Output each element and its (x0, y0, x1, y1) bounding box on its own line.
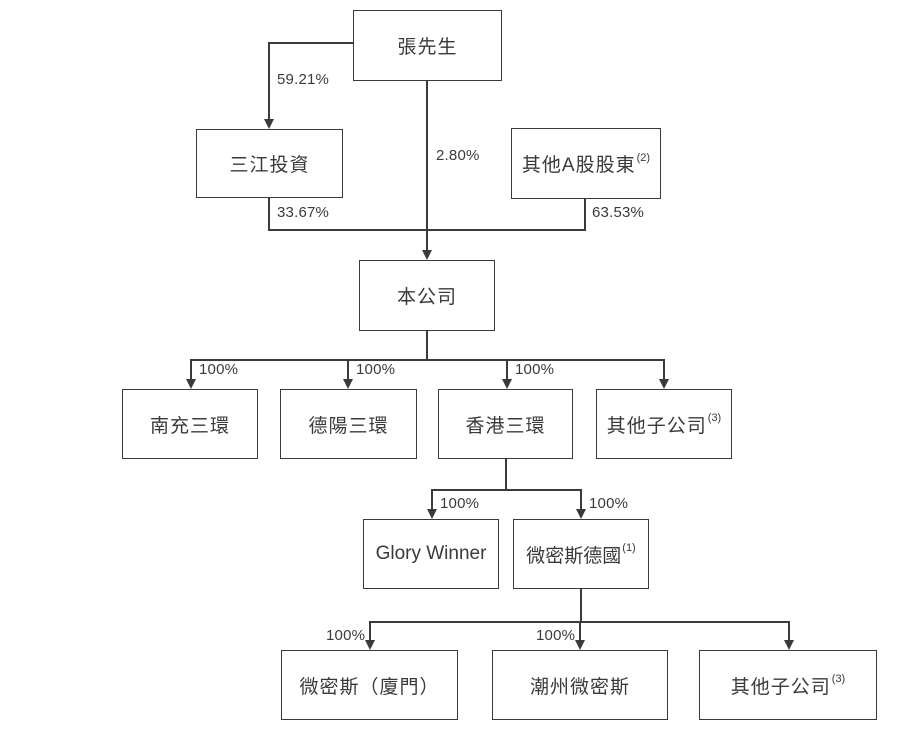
connector-drop-deyang (347, 359, 349, 379)
node-chaozhou-weimisi: 潮州微密斯 (492, 650, 668, 720)
node-weimisi-xiamen: 微密斯（廈門） (281, 650, 458, 720)
connector-company-down (426, 331, 428, 361)
node-other-subsidiaries-bottom: 其他子公司(3) (699, 650, 877, 720)
arrow-down-icon (502, 379, 512, 389)
node-label: 其他A股股東 (521, 155, 636, 176)
connector-drop-other-sub-bottom (788, 621, 790, 640)
node-hongkong-sanhuan: 香港三環 (438, 389, 573, 459)
connector-merge-line (268, 229, 586, 231)
node-label: 張先生 (397, 37, 458, 58)
ownership-label-germany-xiamen: 100% (326, 627, 366, 644)
connector-zhang-to-sanjiang (269, 42, 354, 44)
connector-drop-xiamen (369, 621, 371, 640)
connector-weimisi-germany-down (580, 589, 582, 623)
arrow-down-icon (784, 640, 794, 650)
node-other-subsidiaries-mid: 其他子公司(3) (596, 389, 732, 459)
ownership-label-zhang-sanjiang: 59.21% (277, 71, 330, 88)
footnote-marker: (1) (622, 542, 636, 554)
ownership-label-company-deyang: 100% (356, 361, 396, 378)
footnote-marker: (3) (831, 673, 846, 685)
ownership-label-company-hongkong: 100% (515, 361, 555, 378)
node-label: 微密斯（廈門） (299, 676, 440, 698)
arrow-down-icon (343, 379, 353, 389)
node-glory-winner: Glory Winner (363, 519, 499, 589)
arrow-down-icon (427, 509, 437, 519)
ownership-label-hongkong-germany: 100% (589, 495, 629, 512)
node-deyang-sanhuan: 德陽三環 (280, 389, 417, 459)
connector-level3-branch (190, 359, 665, 361)
footnote-marker: (2) (636, 151, 651, 164)
node-label: 潮州微密斯 (529, 676, 630, 698)
arrow-down-icon (186, 379, 196, 389)
connector-zhang-to-sanjiang-drop (268, 42, 270, 119)
node-label: 本公司 (396, 287, 457, 308)
connector-drop-chaozhou (579, 621, 581, 640)
connector-level4-branch (431, 489, 582, 491)
connector-drop-hongkong (506, 359, 508, 379)
node-other-a-share-shareholders: 其他A股股東(2) (511, 128, 661, 199)
ownership-label-sanjiang-company: 33.67% (277, 204, 330, 221)
arrow-down-icon (575, 640, 585, 650)
connector-sanjiang-down (268, 198, 270, 231)
node-weimisi-germany: 微密斯德國(1) (513, 519, 649, 589)
ownership-label-other-a-company: 63.53% (592, 204, 645, 221)
node-nanchong-sanhuan: 南充三環 (122, 389, 258, 459)
node-label: 其他子公司 (606, 415, 707, 437)
ownership-label-zhang-company: 2.80% (436, 147, 480, 164)
connector-drop-other-sub-mid (663, 359, 665, 379)
node-label: 三江投資 (229, 155, 310, 176)
node-sanjiang-investment: 三江投資 (196, 129, 343, 198)
node-label: 微密斯德國 (526, 545, 622, 567)
arrow-down-icon (576, 509, 586, 519)
node-label: 其他子公司 (730, 676, 831, 698)
ownership-label-company-nanchong: 100% (199, 361, 239, 378)
connector-drop-nanchong (190, 359, 192, 379)
arrow-down-icon (422, 250, 432, 260)
ownership-label-germany-chaozhou: 100% (536, 627, 576, 644)
node-mr-zhang: 張先生 (353, 10, 502, 81)
connector-zhang-to-company (426, 81, 428, 250)
node-label: 南充三環 (149, 415, 230, 437)
arrow-down-icon (365, 640, 375, 650)
node-label: Glory Winner (375, 543, 487, 564)
connector-drop-glory (431, 489, 433, 509)
connector-hongkong-down (505, 459, 507, 491)
node-label: 香港三環 (465, 415, 546, 437)
footnote-marker: (3) (707, 412, 722, 424)
node-the-company: 本公司 (359, 260, 495, 331)
connector-drop-weimisi-germany (580, 489, 582, 509)
ownership-label-hongkong-glory: 100% (440, 495, 480, 512)
connector-other-a-down (584, 199, 586, 231)
node-label: 德陽三環 (308, 415, 389, 437)
arrow-down-icon (264, 119, 274, 129)
arrow-down-icon (659, 379, 669, 389)
